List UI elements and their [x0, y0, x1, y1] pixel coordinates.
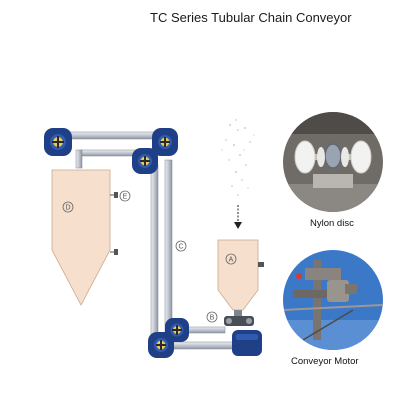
marker-b: B [206, 311, 218, 323]
conveyor-motor-illustration [283, 250, 383, 350]
hopper-a [217, 239, 264, 326]
marker-c: C [175, 240, 187, 252]
drive-motor [232, 330, 262, 356]
silo-d [51, 169, 118, 306]
corner-unit-top-right [152, 128, 178, 156]
diagram-title: TC Series Tubular Chain Conveyor [150, 10, 352, 25]
corner-unit-bottom-mid [165, 318, 189, 342]
nylon-disc-caption: Nylon disc [310, 218, 354, 229]
pipe-vertical-right [164, 159, 173, 337]
pipe-bottom-lower [167, 341, 239, 350]
conveyor-motor-caption: Conveyor Motor [291, 356, 359, 367]
svg-text:B: B [210, 315, 215, 322]
pipe-top-horizontal [59, 131, 161, 140]
down-arrow-icon [234, 205, 242, 229]
svg-text:C: C [178, 244, 183, 251]
svg-text:D: D [65, 205, 70, 212]
falling-material [221, 119, 255, 196]
nylon-disc-photo [283, 112, 383, 212]
pipe-vertical-left [150, 164, 159, 336]
marker-e: E [119, 190, 131, 202]
conveyor-motor-photo [283, 250, 383, 350]
corner-unit-mid [132, 148, 158, 174]
corner-unit-top-left [44, 128, 72, 156]
svg-text:A: A [229, 257, 234, 264]
svg-text:E: E [123, 194, 128, 201]
pipe-drop-to-silo [75, 149, 83, 169]
marker-a: A [225, 253, 237, 265]
marker-d: D [62, 201, 74, 213]
nylon-disc-illustration [283, 112, 383, 212]
